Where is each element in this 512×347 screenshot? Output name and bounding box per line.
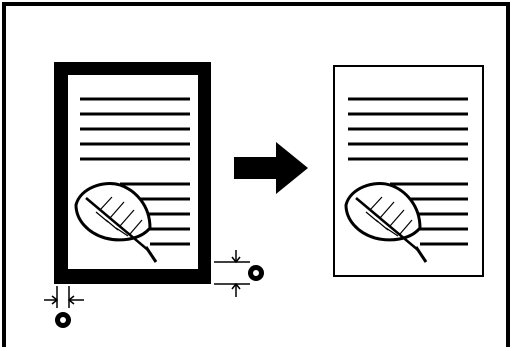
bottom-margin-callout <box>214 250 250 297</box>
document-before <box>44 62 264 328</box>
right-arrow-icon <box>234 142 308 194</box>
document-after <box>334 66 483 276</box>
document-before-page <box>68 75 198 269</box>
left-margin-callout <box>44 286 84 308</box>
